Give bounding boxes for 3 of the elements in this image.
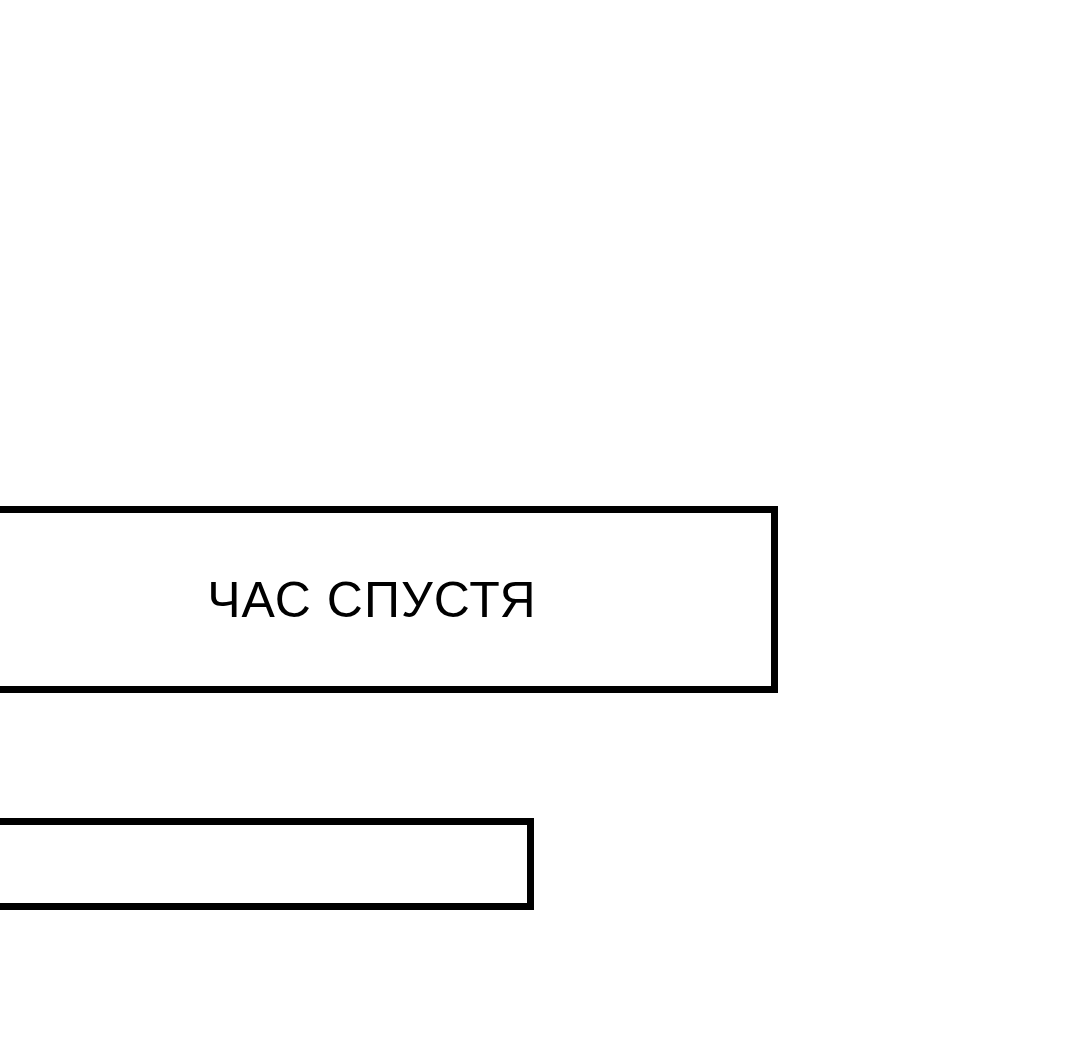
- caption-box: [0, 506, 778, 693]
- caption-text: ЧАС СПУСТЯ: [207, 570, 537, 629]
- empty-box: [0, 818, 534, 910]
